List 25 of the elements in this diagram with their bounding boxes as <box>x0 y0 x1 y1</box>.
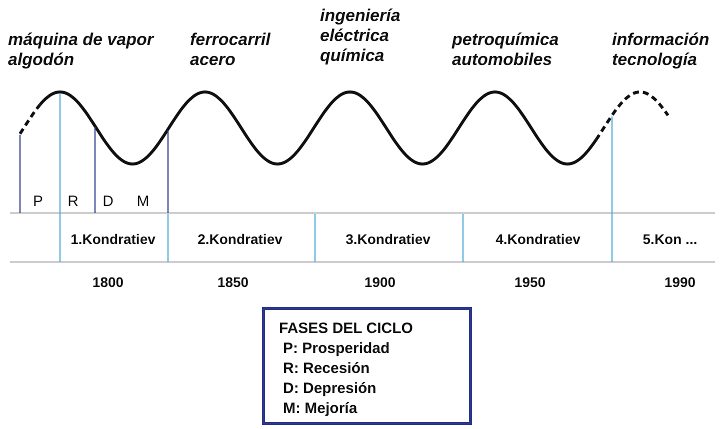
legend-entry: D: Depresión <box>283 380 376 397</box>
year-label: 1900 <box>364 274 396 290</box>
legend-title: FASES DEL CICLO <box>279 320 413 337</box>
era-label: máquina de vapor algodón <box>8 30 156 70</box>
wave-label: 5.Kon ... <box>642 231 698 247</box>
phase-letter: P <box>33 193 43 210</box>
wave-label: 3.Kondratiev <box>346 231 430 247</box>
phase-letter: R <box>68 193 78 210</box>
year-label: 1950 <box>514 274 546 290</box>
phase-letter: M <box>136 193 150 210</box>
legend-entry: M: Mejoría <box>283 400 358 417</box>
era-label: ferrocarril acero <box>190 30 272 70</box>
era-label: información tecnología <box>612 30 710 70</box>
wave-label: 1.Kondratiev <box>70 231 156 247</box>
era-label: petroquímica automobiles <box>452 30 560 70</box>
year-label: 1990 <box>664 274 696 290</box>
wave-label: 2.Kondratiev <box>198 231 282 247</box>
wave-label: 4.Kondratiev <box>496 231 580 247</box>
year-label: 1800 <box>92 274 124 290</box>
phase-letter: D <box>102 193 114 210</box>
era-label: ingeniería eléctrica química <box>320 6 402 66</box>
legend-entry: R: Recesión <box>283 360 370 377</box>
year-label: 1850 <box>217 274 249 290</box>
legend-box <box>262 307 472 425</box>
legend-entry: P: Prosperidad <box>283 340 390 357</box>
